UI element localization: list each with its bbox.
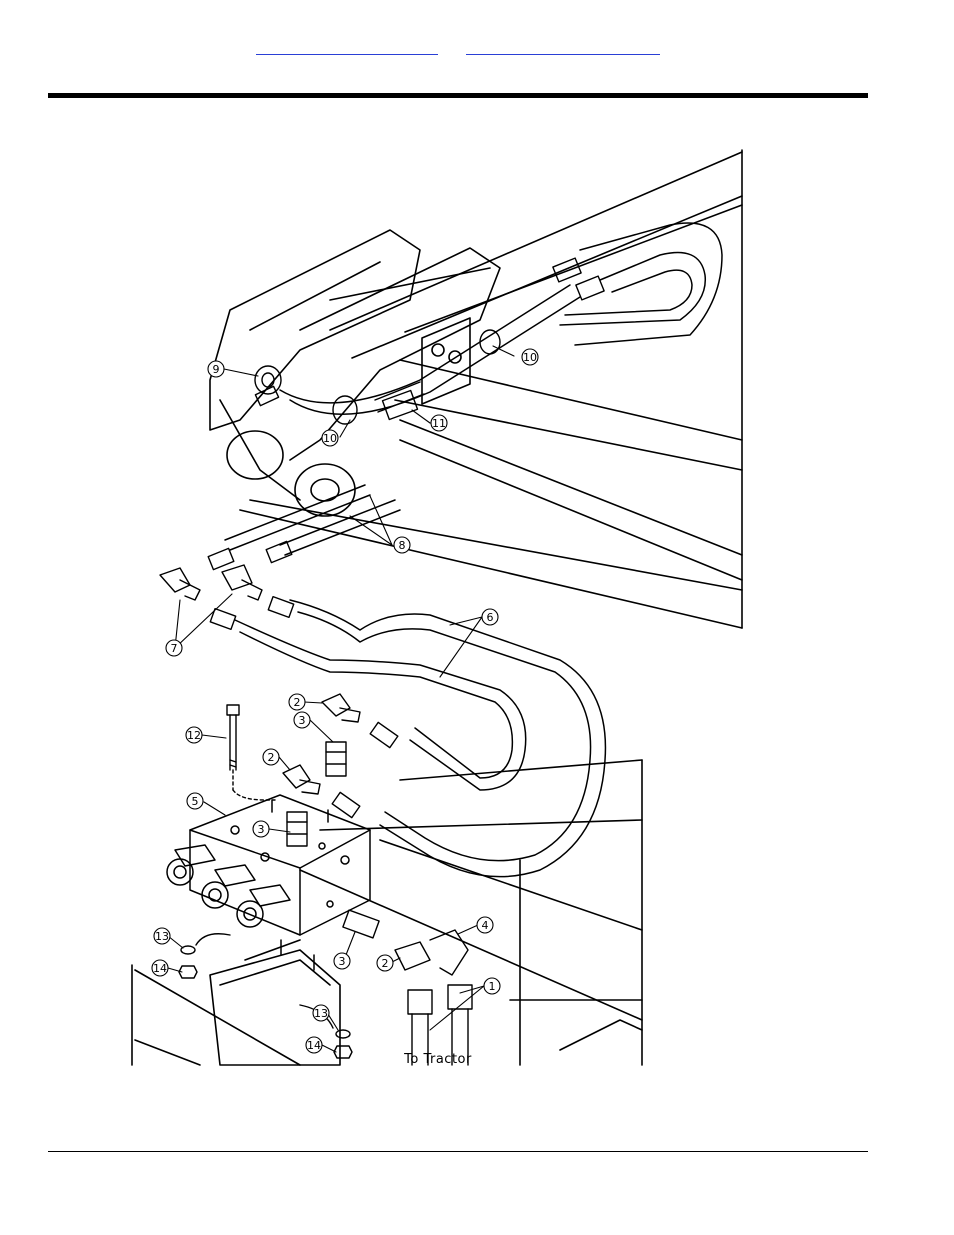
callout-1: 1 [489,980,496,993]
footer-rule [48,1151,868,1152]
hoses [224,222,723,878]
callout-labels: 9 10 10 11 8 7 6 2 3 2 3 12 5 3 2 4 1 13… [153,351,537,1067]
callout-3-upper: 3 [299,714,306,727]
callout-14-right: 14 [307,1039,321,1052]
header-link-right[interactable] [466,38,660,55]
header-link-left[interactable] [256,38,438,55]
callout-9: 9 [213,363,220,376]
callout-10-right: 10 [523,351,537,364]
callout-11: 11 [432,417,446,430]
callout-3-middle: 3 [258,823,265,836]
callout-5: 5 [192,795,199,808]
callout-10-left: 10 [323,432,337,445]
callout-6: 6 [487,611,494,624]
callout-2-upper: 2 [294,696,301,709]
frame-structure [131,149,743,1066]
callout-7: 7 [171,642,178,655]
fasteners [178,704,353,1059]
header-links [0,38,954,58]
fittings [159,257,605,1066]
callout-2-lower: 2 [382,957,389,970]
callout-8: 8 [399,539,406,552]
callout-12: 12 [187,729,201,742]
callout-3-lower: 3 [339,955,346,968]
callout-4: 4 [482,919,489,932]
valve-block [166,794,371,971]
callout-leaders [167,345,515,1053]
callout-14-left: 14 [153,962,167,975]
callout-13-right: 13 [314,1007,328,1020]
header-rule [48,93,868,98]
callout-2-middle: 2 [268,751,275,764]
to-tractor-label: To Tractor [403,1052,472,1067]
callout-13-left: 13 [155,930,169,943]
callout-circles [151,348,539,1054]
